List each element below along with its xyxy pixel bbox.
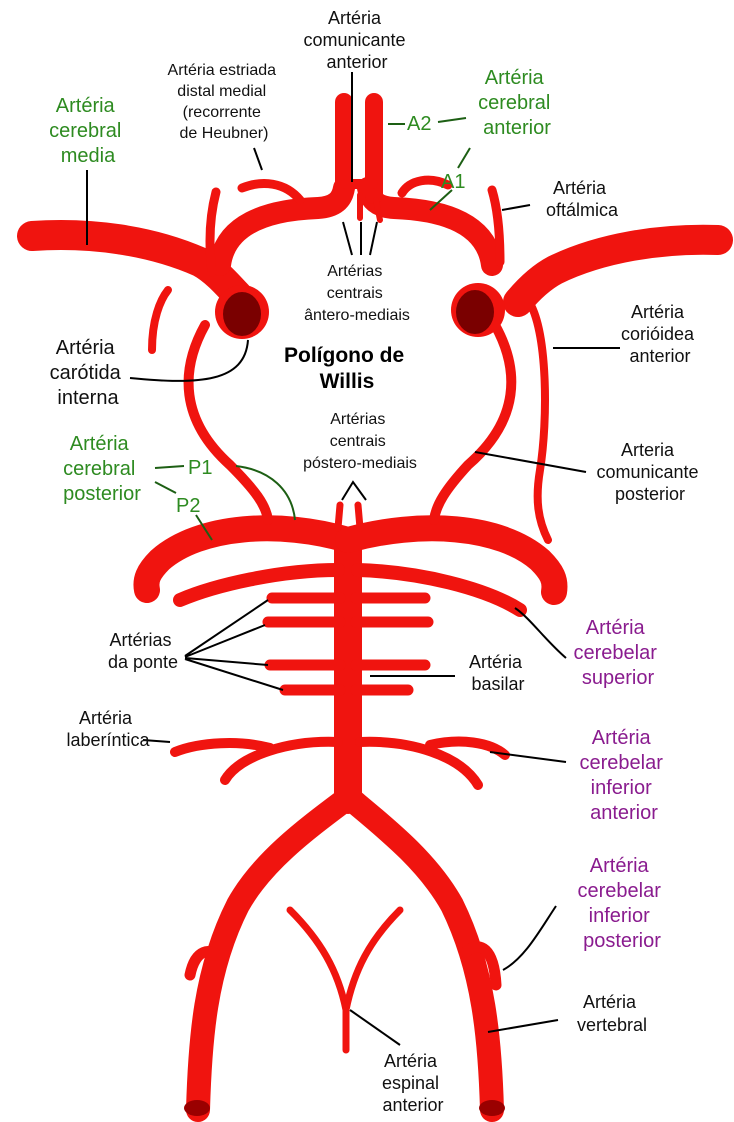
label-cerebelar-inf-posterior: Artéria cerebelar inferior posterior	[578, 855, 667, 952]
label-p1: P1	[188, 457, 212, 479]
a1-right	[368, 188, 492, 265]
label-a2: A2	[407, 113, 431, 135]
label-cerebelar-superior: Artéria cerebelar superior	[574, 617, 663, 689]
ophthalmic-left	[210, 192, 216, 272]
label-cerebral-anterior: Artéria cerebral anterior	[478, 67, 556, 139]
superior-cerebellar-right	[358, 570, 520, 610]
label-corioidea: Artéria corióidea anterior	[621, 302, 699, 366]
anterior-choroidal-left	[152, 290, 168, 350]
middle-cerebral-right	[518, 240, 718, 302]
aica-right	[360, 742, 505, 785]
label-antero-mediais: Artérias centrais ântero-mediais	[304, 263, 410, 324]
label-comunicante-posterior: Arteria comunicante posterior	[596, 440, 703, 504]
anterior-choroidal-right	[528, 300, 548, 540]
a1-left	[220, 188, 344, 265]
postero-medial-branches	[338, 505, 360, 528]
label-basilar: Artéria basilar	[469, 652, 527, 694]
internal-carotid-left-lumen	[223, 292, 261, 336]
label-postero-mediais: Artérias centrais póstero-mediais	[303, 411, 417, 472]
label-oftalmica: Artéria oftálmica	[546, 178, 619, 220]
label-comunicante-anterior: Artéria comunicante anterior	[303, 8, 410, 72]
label-laberintica: Artéria laberíntica	[66, 708, 150, 750]
label-a1: A1	[441, 171, 465, 193]
posterior-communicating-left	[189, 325, 268, 520]
label-vertebral: Artéria vertebral	[577, 992, 647, 1035]
label-arterias-ponte: Artérias da ponte	[108, 630, 178, 672]
vertebral-left-lumen	[184, 1100, 210, 1116]
label-cerebelar-inf-anterior: Artéria cerebelar inferior anterior	[580, 727, 669, 824]
label-p2: P2	[176, 495, 200, 517]
label-estriada-distal: Artéria estriada distal medial (recorren…	[168, 62, 281, 142]
label-cerebral-media: Artéria cerebral media	[49, 95, 127, 167]
anterior-spinal-artery	[290, 910, 400, 1050]
label-espinal-anterior: Artéria espinal anterior	[382, 1051, 444, 1115]
internal-carotid-right-lumen	[456, 290, 494, 334]
diagram-title: Polígono de Willis	[284, 344, 410, 393]
label-cerebral-posterior: Artéria cerebral posterior	[63, 433, 141, 505]
aica-left	[175, 742, 338, 780]
artery-vessels	[32, 102, 718, 1116]
posterior-communicating-right	[434, 325, 511, 520]
heubner-left	[242, 184, 300, 200]
label-carotida-interna: Artéria carótida interna	[50, 337, 127, 409]
vertebral-right-lumen	[479, 1100, 505, 1116]
